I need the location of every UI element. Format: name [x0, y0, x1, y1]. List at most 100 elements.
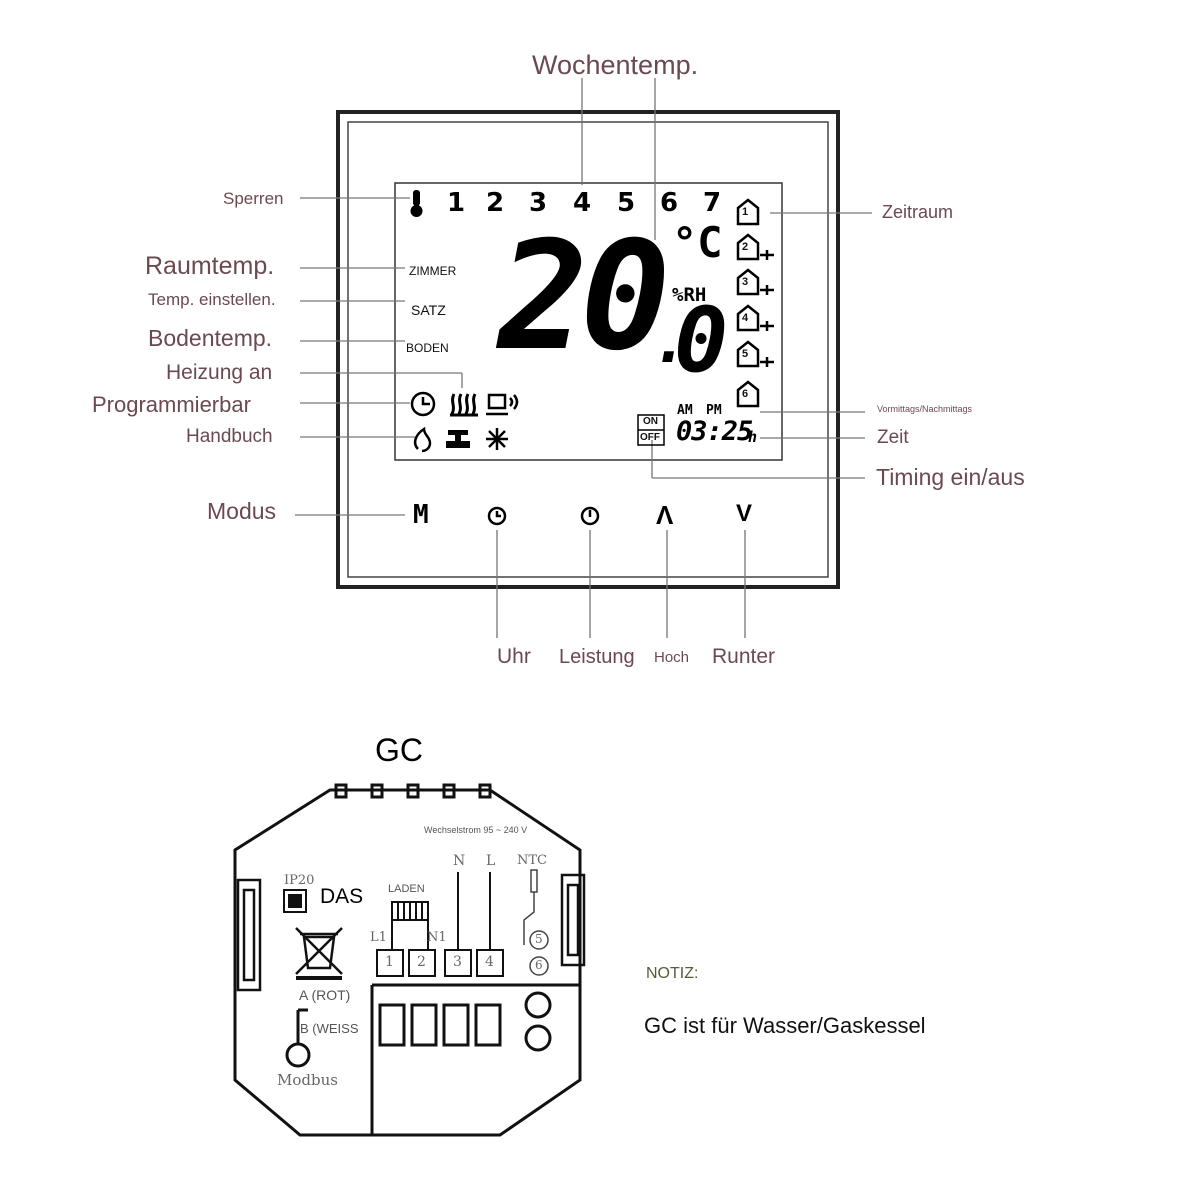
lcd-border — [394, 182, 783, 461]
n-label: N — [453, 853, 466, 869]
day-6: 6 — [660, 188, 679, 218]
leader-lines-top — [581, 78, 656, 240]
das-label: DAS — [320, 885, 364, 908]
clock-suffix: h — [748, 428, 758, 446]
weekly-temp-label: Wochentemp. — [532, 50, 699, 80]
leader-lines-bottom — [496, 530, 746, 638]
manual-label: Handbuch — [186, 426, 273, 447]
button-clock-icon — [487, 506, 507, 526]
l-label: L — [486, 853, 496, 869]
timing-label: Timing ein/aus — [876, 464, 1025, 490]
programmable-label: Programmierbar — [92, 392, 251, 417]
leader-lines-left — [295, 197, 463, 516]
supply-voltage: Wechselstrom 95 ~ 240 V — [424, 825, 528, 835]
down-label: Runter — [712, 645, 776, 668]
clock-button[interactable] — [484, 502, 510, 530]
heating-icon — [450, 393, 478, 417]
terminal-4: 4 — [485, 954, 494, 970]
wiring-title: GC — [375, 732, 423, 768]
note-label: NOTIZ: — [646, 965, 699, 982]
wiring-outline — [233, 788, 582, 1137]
terminal-5: 5 — [535, 932, 543, 946]
timer-onoff-box — [637, 414, 665, 446]
n1-label: N1 — [427, 930, 447, 945]
period-label: Zeitraum — [882, 202, 954, 222]
l1-label: L1 — [370, 930, 387, 945]
timer-on-text: ON — [643, 416, 658, 427]
set-temp-label: Temp. einstellen. — [148, 290, 276, 309]
modbus-wires — [285, 1008, 311, 1068]
pm-indicator: PM — [706, 403, 722, 418]
time-label: Zeit — [877, 427, 909, 448]
ntc-label: NTC — [517, 853, 547, 868]
floor-temp-label: Bodentemp. — [148, 325, 273, 351]
temperature-dot: . — [652, 307, 689, 377]
sun-icon — [486, 428, 508, 450]
terminal-2: 2 — [417, 954, 426, 970]
day-3: 3 — [529, 188, 548, 218]
modbus-a-label: A (ROT) — [299, 987, 351, 1003]
timer-off-text: OFF — [640, 432, 660, 443]
thermostat-frame-outer — [336, 110, 840, 589]
power-label: Leistung — [559, 646, 635, 668]
period-5: 5 — [742, 348, 749, 360]
supply-wires — [457, 872, 491, 950]
period-4: 4 — [742, 312, 749, 324]
load-coil — [391, 901, 429, 950]
clock-time: 03:25 — [676, 416, 753, 447]
lcd-satz: SATZ — [411, 302, 446, 318]
programmable-clock-icon — [410, 391, 436, 417]
period-1: 1 — [742, 206, 749, 218]
thermometer-lock-icon — [410, 190, 423, 217]
lock-label: Sperren — [223, 189, 284, 208]
remote-control-icon — [486, 393, 519, 416]
terminal-1: 1 — [385, 954, 394, 970]
lcd-zimmer: ZIMMER — [409, 264, 457, 278]
leader-lines-right — [651, 212, 872, 479]
up-button[interactable]: Λ — [656, 500, 674, 530]
am-indicator: AM — [677, 403, 693, 418]
terminal-blocks — [376, 949, 504, 977]
main-temperature: 20 — [498, 210, 671, 384]
am-pm-label: Vormittags/Nachmittags — [877, 404, 973, 414]
period-3: 3 — [742, 276, 749, 288]
manual-flame-icon — [413, 426, 432, 453]
ip20-box — [283, 889, 307, 913]
mode-button[interactable]: M — [413, 500, 429, 530]
day-2: 2 — [486, 188, 505, 218]
day-1: 1 — [447, 188, 466, 218]
up-label: Hoch — [654, 649, 690, 666]
down-button[interactable]: V — [736, 500, 753, 527]
period-2: 2 — [742, 241, 749, 253]
ip20-label: IP20 — [284, 873, 315, 888]
heating-on-label: Heizung an — [166, 361, 273, 384]
celsius-unit: °C — [672, 218, 723, 267]
day-7: 7 — [703, 188, 722, 218]
period-6: 6 — [742, 388, 749, 400]
power-button[interactable] — [577, 502, 603, 530]
clock-label: Uhr — [497, 645, 531, 668]
mode-label: Modus — [207, 498, 277, 524]
temperature-decimal: 0 — [674, 288, 729, 393]
period-house-icons — [736, 198, 774, 408]
day-4: 4 — [573, 188, 592, 218]
terminal-6: 6 — [535, 958, 543, 972]
wiring-side-clamps — [236, 873, 586, 992]
weee-bin-icon — [295, 927, 343, 980]
ntc-sensor — [523, 869, 549, 976]
day-5: 5 — [617, 188, 636, 218]
valve-icon — [446, 430, 470, 448]
humidity-unit: %RH — [672, 284, 707, 306]
lcd-boden: BODEN — [406, 341, 449, 355]
modbus-label: Modbus — [277, 1071, 338, 1089]
lower-connector-section — [370, 983, 580, 1135]
note-text: GC ist für Wasser/Gaskessel — [644, 1013, 926, 1038]
room-temp-label: Raumtemp. — [145, 252, 275, 280]
laden-label: LADEN — [388, 883, 425, 895]
terminal-3: 3 — [453, 954, 462, 970]
thermostat-frame-inner — [347, 121, 829, 578]
wiring-top-tabs — [334, 783, 492, 799]
modbus-b-label: B (WEISS — [300, 1021, 359, 1036]
button-power-icon — [580, 506, 600, 526]
